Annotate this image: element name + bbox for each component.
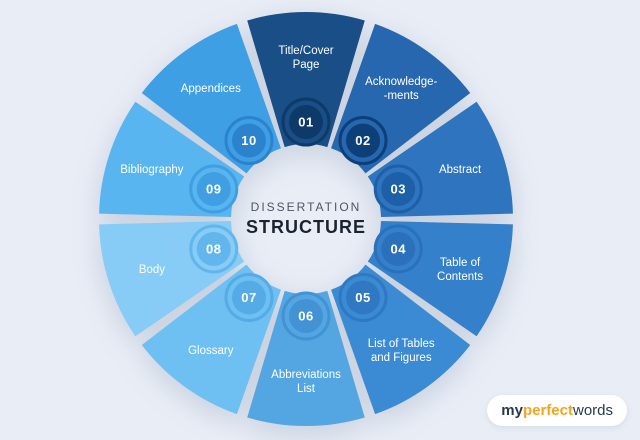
- segment-badge-02: [346, 123, 381, 158]
- segment-number-08: 08: [206, 241, 221, 256]
- segment-number-05: 05: [355, 290, 370, 305]
- segment-badge-08: [196, 231, 231, 266]
- logo-text-words: words: [572, 402, 613, 419]
- segment-label-03: Abstract: [439, 164, 482, 176]
- segment-number-07: 07: [241, 290, 256, 305]
- segment-label-07: Glossary: [188, 345, 234, 357]
- segment-badge-04: [381, 231, 416, 266]
- segment-badge-ring-02: [338, 116, 388, 166]
- segment-badge-ring-07: [224, 272, 274, 322]
- segment-number-03: 03: [391, 182, 406, 197]
- segment-badge-ring-10: [224, 116, 274, 166]
- wheel-segment-06: [247, 290, 365, 427]
- segment-badge-10: [231, 123, 266, 158]
- segment-badge-ring-08: [189, 224, 239, 274]
- segment-badge-ring-09: [189, 164, 239, 214]
- segment-badge-06: [289, 299, 323, 333]
- logo-text-perfect: perfect: [522, 402, 573, 419]
- segment-number-02: 02: [355, 133, 370, 148]
- segment-badge-ring-04: [373, 224, 423, 274]
- segment-badge-01: [289, 105, 323, 139]
- segment-badge-ring-05: [338, 272, 388, 322]
- segment-label-09: Bibliography: [120, 164, 184, 176]
- segment-number-09: 09: [206, 182, 221, 197]
- segment-badge-ring-06: [281, 291, 331, 341]
- segment-badge-ring-03: [373, 164, 423, 214]
- segment-number-10: 10: [241, 133, 256, 148]
- segment-number-06: 06: [298, 309, 313, 324]
- segment-label-10: Appendices: [181, 83, 241, 95]
- logo-text-my: my: [501, 402, 523, 419]
- segment-label-02: Acknowledge--ments: [365, 76, 437, 102]
- segment-badge-03: [381, 172, 416, 207]
- segment-label-08: Body: [139, 264, 165, 276]
- segment-badge-07: [231, 280, 266, 315]
- segment-badge-09: [196, 172, 231, 207]
- segment-number-01: 01: [298, 115, 313, 130]
- segment-badge-ring-01: [281, 97, 331, 147]
- segment-number-04: 04: [391, 241, 407, 256]
- wheel-segment-01: [247, 11, 365, 148]
- brand-logo: myperfectwords: [487, 395, 627, 426]
- segment-badge-05: [346, 280, 381, 315]
